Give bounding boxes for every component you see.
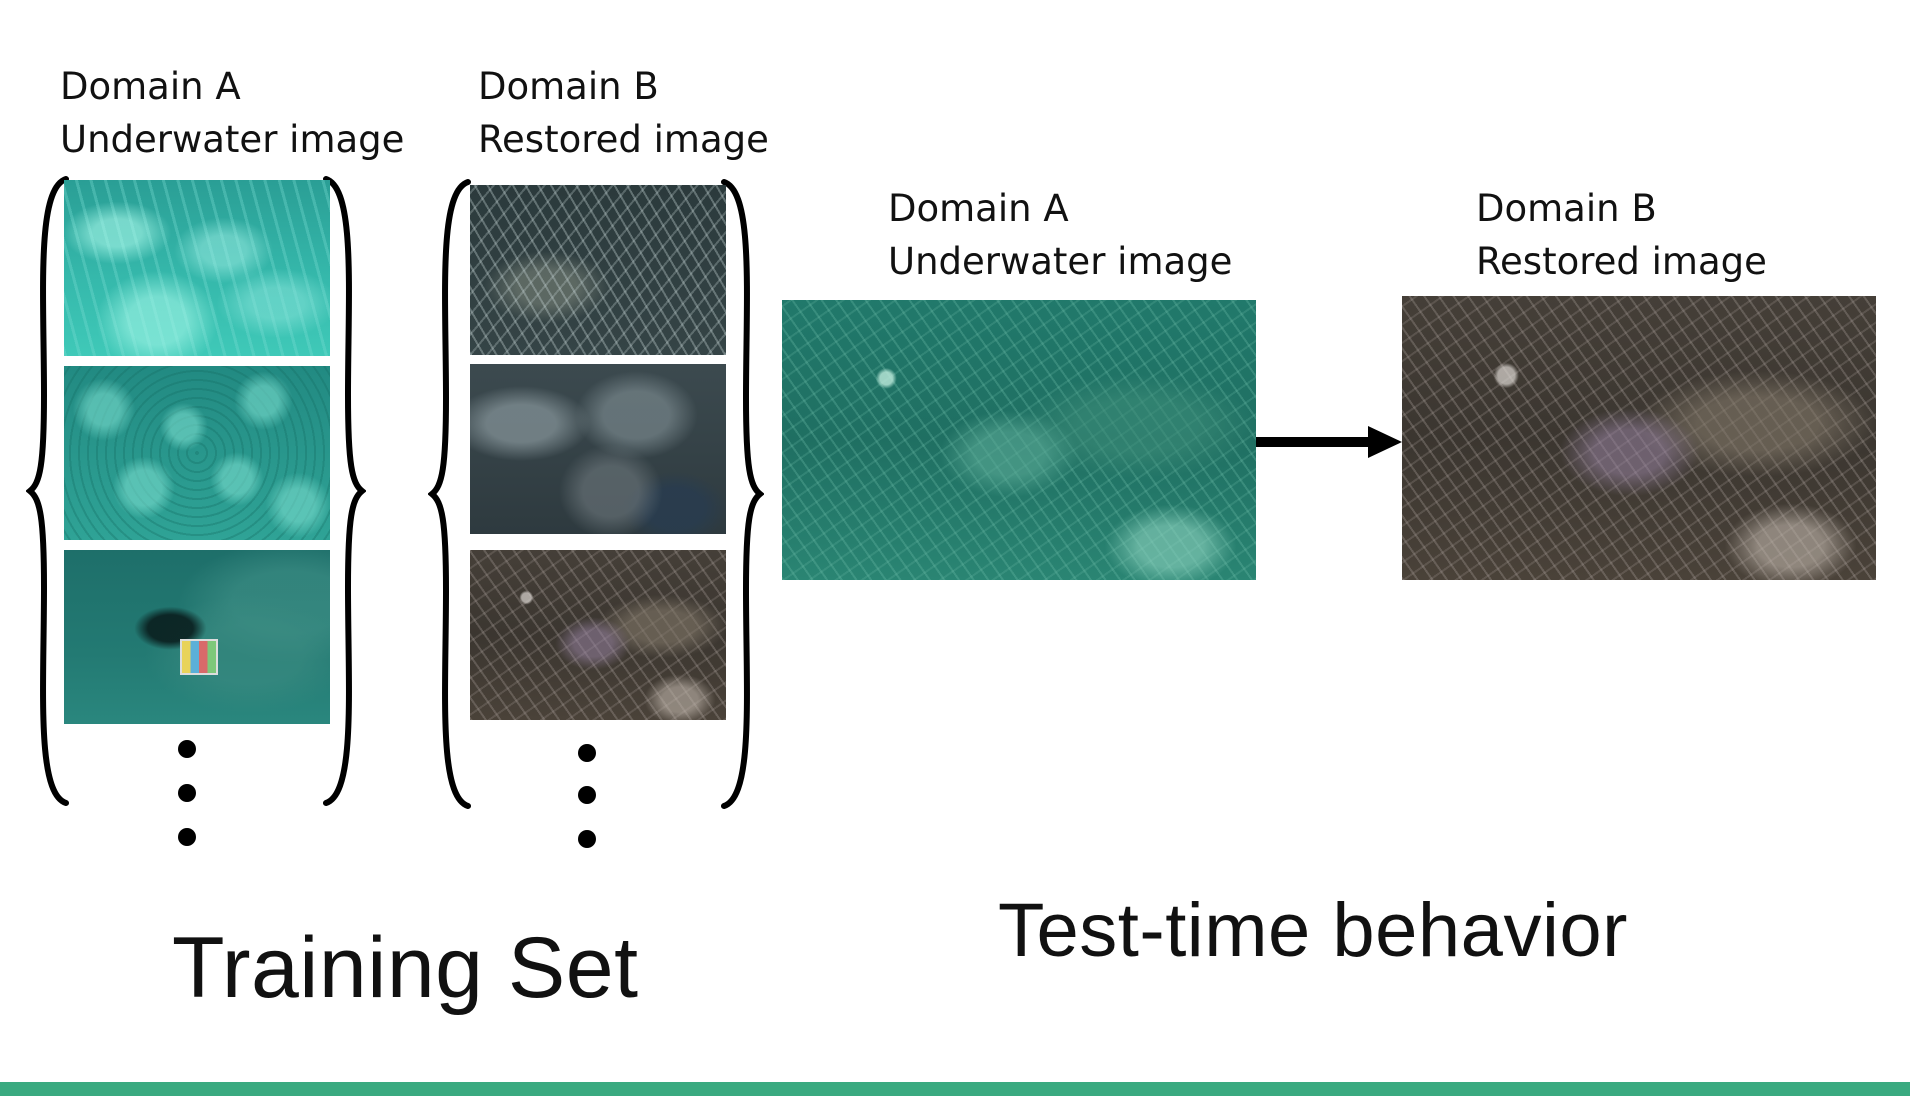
test-domain-a-subtitle: Underwater image [888,240,1233,283]
training-domain-a-title: Domain A [60,65,241,108]
test-restored-image [1402,296,1876,580]
training-domain-b-subtitle: Restored image [478,118,769,161]
domain-a-underwater-image-2 [64,366,330,540]
domain-a-underwater-image-1 [64,180,330,356]
domain-a-right-brace [322,175,366,807]
domain-b-left-brace [428,178,472,810]
domain-a-left-brace [26,175,70,807]
domain-b-ellipsis-dot-1 [578,744,596,762]
domain-a-underwater-image-3 [64,550,330,724]
test-domain-a-title: Domain A [888,187,1069,230]
training-domain-a-subtitle: Underwater image [60,118,405,161]
test-domain-b-subtitle: Restored image [1476,240,1767,283]
test-domain-b-label: Domain B Restored image [1476,182,1767,288]
domain-a-ellipsis-dot-1 [178,740,196,758]
test-domain-b-title: Domain B [1476,187,1657,230]
transform-arrow [1256,422,1404,466]
training-domain-b-label: Domain B Restored image [478,60,769,166]
test-time-behavior-title: Test-time behavior [998,888,1628,973]
training-domain-b-title: Domain B [478,65,659,108]
domain-b-right-brace [720,178,764,810]
training-set-title: Training Set [172,920,639,1016]
domain-b-restored-image-2 [470,364,726,534]
domain-a-ellipsis-dot-2 [178,784,196,802]
domain-b-restored-image-1 [470,185,726,355]
training-domain-a-label: Domain A Underwater image [60,60,404,166]
diver-color-chart [180,639,218,675]
domain-b-ellipsis-dot-2 [578,786,596,804]
test-domain-a-label: Domain A Underwater image [888,182,1232,288]
domain-b-ellipsis-dot-3 [578,830,596,848]
test-underwater-image [782,300,1256,580]
domain-b-restored-image-3 [470,550,726,720]
footer-accent-bar [0,1082,1910,1096]
domain-a-ellipsis-dot-3 [178,828,196,846]
